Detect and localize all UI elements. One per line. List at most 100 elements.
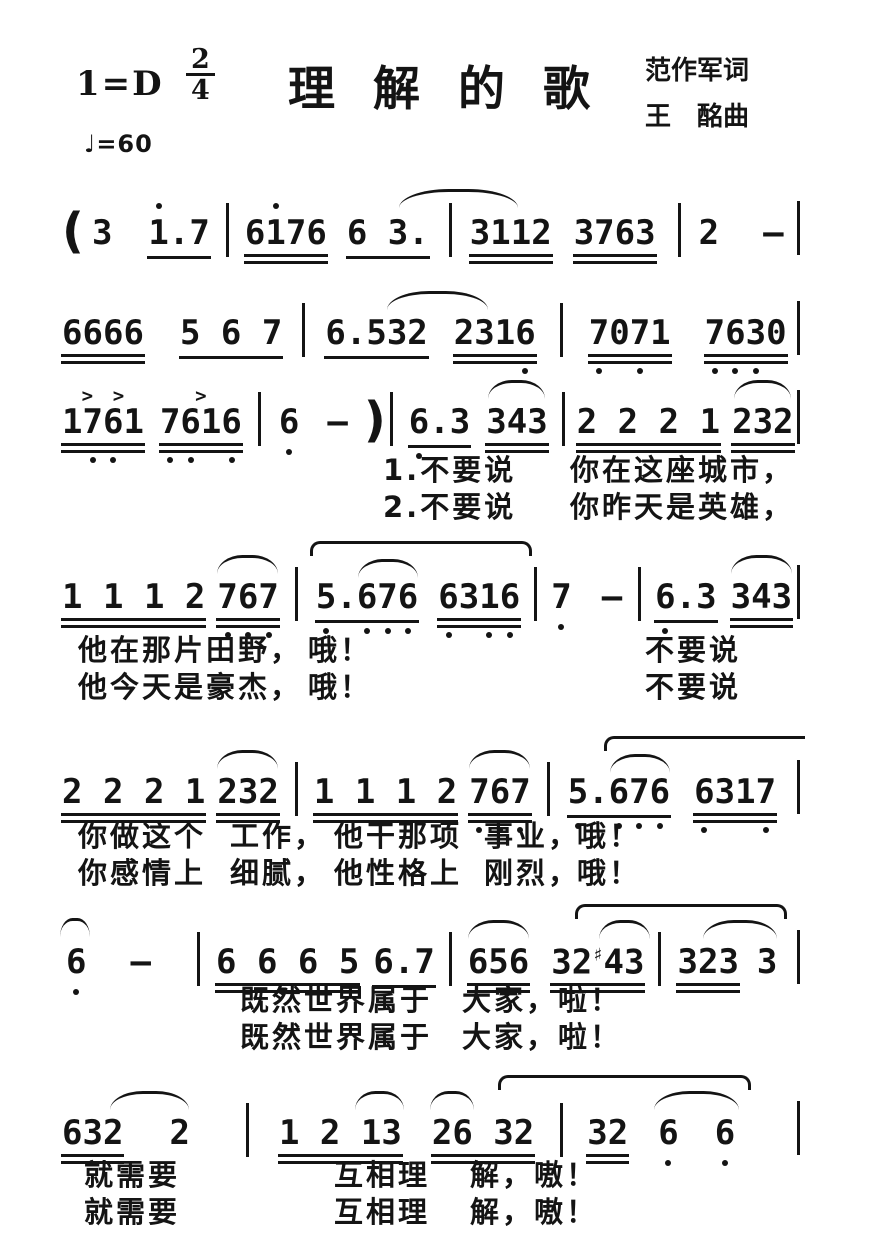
note-digit: 1 xyxy=(102,577,124,617)
note-digit: 2 xyxy=(698,213,720,253)
note-digit: . xyxy=(168,213,190,253)
lyric-segment: 互相理 xyxy=(334,1158,431,1192)
note-digit: 6 xyxy=(649,772,671,812)
key-signature: 1=D xyxy=(76,64,164,104)
barline xyxy=(546,762,550,816)
octave-dot-below xyxy=(167,457,174,463)
note-digit: 2 xyxy=(431,1113,453,1153)
barline xyxy=(797,201,800,255)
note-group: 6 xyxy=(279,402,299,455)
note-digit: 1 xyxy=(360,1113,382,1153)
note-digit: 7 xyxy=(510,772,531,812)
note-group: 767 xyxy=(468,772,533,833)
octave-dot-below xyxy=(721,1160,728,1166)
note-digit xyxy=(123,577,143,617)
note-digit: 7 xyxy=(258,577,279,617)
barline xyxy=(294,567,298,621)
octave-dot-below xyxy=(416,453,423,459)
octave-dot-below xyxy=(615,823,622,829)
note-digit: 1 xyxy=(148,213,169,253)
note-digit: 2 xyxy=(436,772,458,812)
note-digit: 5 xyxy=(315,577,337,617)
note-group: 3763 xyxy=(572,213,657,264)
note-digit: 1 xyxy=(123,402,144,442)
barline xyxy=(534,567,538,621)
note-group: 3 xyxy=(92,213,112,253)
lyric-segment: 1.不要说 xyxy=(383,453,517,487)
note-digit: 5 xyxy=(338,942,360,982)
note-digit: . xyxy=(393,942,415,982)
accent-mark: > xyxy=(81,385,94,407)
slur-arc xyxy=(599,920,650,939)
octave-dot-below xyxy=(656,823,663,829)
parenthesis-mark: ( xyxy=(62,203,84,259)
note-digit: 3 xyxy=(387,213,409,253)
note-digit: 3 xyxy=(469,213,491,253)
slur-arc xyxy=(217,555,278,574)
note-digit: 3 xyxy=(718,942,739,982)
octave-dot-below xyxy=(286,449,293,455)
note-group: 232 xyxy=(731,402,795,453)
note-digit: . xyxy=(675,577,697,617)
note-digit: 6 xyxy=(180,402,201,442)
lyric-segment: 就需要 xyxy=(84,1158,181,1192)
note-group: 343 xyxy=(729,577,794,628)
barline xyxy=(797,565,800,619)
barline xyxy=(257,392,261,446)
octave-dot-below xyxy=(496,827,503,833)
barline xyxy=(797,760,800,814)
lyric-segment: 2.不要说 xyxy=(383,490,517,524)
note-digit: 6 xyxy=(256,942,278,982)
note-digit: 6 xyxy=(325,313,346,353)
note-digit: 3 xyxy=(486,402,507,442)
barline xyxy=(560,1103,564,1157)
note-digit xyxy=(318,942,338,982)
note-digit: 2 xyxy=(217,772,238,812)
octave-dot-below xyxy=(405,628,412,634)
note-digit: 3 xyxy=(237,772,259,812)
phrase-bracket xyxy=(310,541,532,556)
note-digit: 6 xyxy=(714,1113,736,1153)
note-group: 1761>> xyxy=(61,385,145,463)
octave-dot-below xyxy=(476,827,483,833)
note-digit: 7 xyxy=(588,313,610,353)
octave-dot-below xyxy=(752,368,759,374)
note-digit: 7 xyxy=(285,213,307,253)
lyric-segment: 既然世界属于 xyxy=(240,983,433,1017)
barline xyxy=(389,392,393,446)
note-digit: 6 xyxy=(102,402,124,442)
note-digit xyxy=(367,213,387,253)
note-digit: 3 xyxy=(458,577,480,617)
octave-dot-above xyxy=(155,203,162,209)
time-signature: 2 4 xyxy=(186,46,215,106)
note-digit: 3 xyxy=(771,577,793,617)
barline xyxy=(797,930,800,984)
parenthesis-mark: ) xyxy=(363,392,386,448)
barline xyxy=(294,762,298,816)
phrase-bracket xyxy=(604,736,805,751)
octave-dot-below xyxy=(384,628,391,634)
note-digit: 7 xyxy=(414,942,435,982)
note-digit: 6 xyxy=(438,577,459,617)
note-digit: 3 xyxy=(635,213,656,253)
note-digit: 6 xyxy=(608,772,630,812)
note-group: 323 xyxy=(676,942,741,993)
octave-dot-below xyxy=(228,457,235,463)
note-digit: 2 xyxy=(617,402,639,442)
note-group: 6 xyxy=(66,942,86,995)
note-digit: 6 xyxy=(356,577,378,617)
note-digit: 2 xyxy=(571,942,593,982)
lyric-segment: 哦！ xyxy=(308,633,373,667)
lyric-segment: 你感情上 xyxy=(78,856,207,890)
note-digit: 1 xyxy=(265,213,286,253)
note-digit: 3 xyxy=(474,313,495,353)
octave-dot-below xyxy=(636,368,643,374)
note-group: 6176 xyxy=(243,203,328,264)
